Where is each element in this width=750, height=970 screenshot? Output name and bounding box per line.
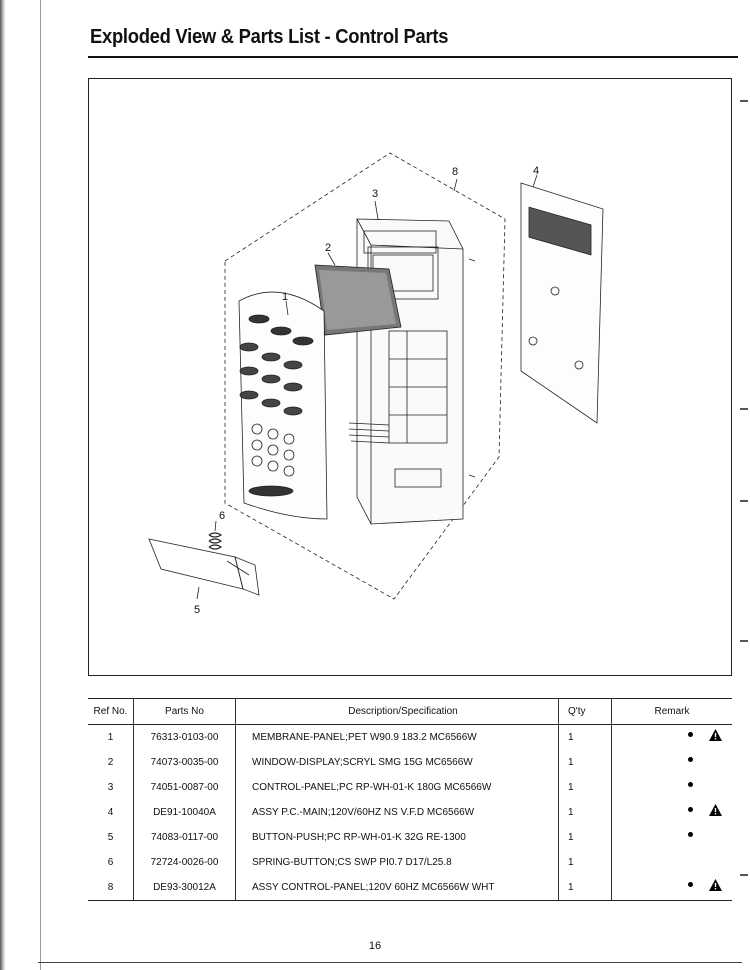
cell-qty: 1 <box>558 750 612 775</box>
scan-edge-mark <box>740 408 748 410</box>
cell-parts-no: 74083-0117-00 <box>133 825 236 850</box>
cell-remark <box>611 850 732 875</box>
scan-edge-mark <box>740 100 748 102</box>
cell-ref-no: 2 <box>107 757 114 768</box>
cell-remark <box>611 875 732 901</box>
callout-6: 6 <box>219 510 225 522</box>
parts-list-table: Ref No. Parts No Description/Specificati… <box>88 698 732 901</box>
cell-remark <box>611 724 732 750</box>
cell-remark <box>611 750 732 775</box>
cell-remark <box>611 825 732 850</box>
cell-qty: 1 <box>558 825 612 850</box>
cell-qty: 1 <box>558 775 612 800</box>
cell-remark <box>611 775 732 800</box>
safety-warning-icon <box>709 879 722 891</box>
cell-description: ASSY P.C.-MAIN;120V/60HZ NS V.F.D MC6566… <box>235 800 559 825</box>
spring-part <box>208 532 223 550</box>
cell-remark <box>611 800 732 825</box>
header-ref-no: Ref No. <box>88 698 134 725</box>
cell-ref-no: 3 <box>107 782 114 793</box>
table-header-row: Ref No. Parts No Description/Specificati… <box>88 698 732 725</box>
cell-description: SPRING-BUTTON;CS SWP PI0.7 D17/L25.8 <box>235 850 559 875</box>
cell-qty: 1 <box>558 875 612 901</box>
safety-warning-icon <box>709 804 722 816</box>
control-panel-part <box>348 218 476 525</box>
page-title: Exploded View & Parts List - Control Par… <box>90 26 449 48</box>
scan-edge-mark <box>740 874 748 876</box>
callout-2: 2 <box>325 242 331 254</box>
scan-edge-mark <box>740 500 748 502</box>
cell-parts-no: 74073-0035-00 <box>133 750 236 775</box>
cell-parts-no: DE93-30012A <box>133 875 236 901</box>
table-row: 5 74083-0117-00 BUTTON-PUSH;PC RP-WH-01-… <box>88 825 732 850</box>
remark-bullet <box>688 757 693 762</box>
remark-bullet <box>688 782 693 787</box>
exploded-view-figure: 1 2 3 4 5 6 8 <box>88 78 732 676</box>
title-rule <box>88 56 738 58</box>
header-parts-no: Parts No <box>133 698 236 725</box>
cell-ref-no: 5 <box>107 832 114 843</box>
callout-3: 3 <box>372 188 378 200</box>
cell-description: WINDOW-DISPLAY;SCRYL SMG 15G MC6566W <box>235 750 559 775</box>
cell-qty: 1 <box>558 850 612 875</box>
table-row: 8 DE93-30012A ASSY CONTROL-PANEL;120V 60… <box>88 875 732 901</box>
remark-bullet <box>688 807 693 812</box>
cell-parts-no: 76313-0103-00 <box>133 724 236 750</box>
scan-edge-mark <box>740 640 748 642</box>
header-qty: Q'ty <box>558 698 612 725</box>
footer-rule <box>38 962 742 963</box>
cell-ref-no: 8 <box>88 875 134 901</box>
cell-description: ASSY CONTROL-PANEL;120V 60HZ MC6566W WHT <box>235 875 559 901</box>
table-row: 1 76313-0103-00 MEMBRANE-PANEL;PET W90.9… <box>88 724 732 750</box>
remark-bullet <box>688 732 693 737</box>
assembly-outline <box>224 152 506 600</box>
callout-4: 4 <box>533 165 539 177</box>
page-number: 16 <box>368 940 382 952</box>
remark-bullet <box>688 882 693 887</box>
cell-parts-no: DE91-10040A <box>133 800 236 825</box>
membrane-panel-part <box>238 291 328 520</box>
cell-parts-no: 74051-0087-00 <box>133 775 236 800</box>
remark-bullet <box>688 832 693 837</box>
header-remark: Remark <box>611 698 732 725</box>
safety-warning-icon <box>709 729 722 741</box>
cell-description: BUTTON-PUSH;PC RP-WH-01-K 32G RE-1300 <box>235 825 559 850</box>
push-button-part <box>148 538 260 596</box>
callout-1: 1 <box>282 291 288 303</box>
header-description: Description/Specification <box>235 698 559 725</box>
table-row: 2 74073-0035-00 WINDOW-DISPLAY;SCRYL SMG… <box>88 750 732 775</box>
callout-8: 8 <box>452 166 458 178</box>
cell-parts-no: 72724-0026-00 <box>133 850 236 875</box>
cell-qty: 1 <box>558 800 612 825</box>
cell-ref-no: 6 <box>107 857 114 868</box>
exploded-view-drawing: 1 2 3 4 5 6 8 <box>148 152 604 616</box>
table-row: 6 72724-0026-00 SPRING-BUTTON;CS SWP PI0… <box>88 850 732 875</box>
cell-ref-no: 4 <box>107 807 114 818</box>
display-window-part <box>314 264 402 336</box>
callout-5: 5 <box>194 604 200 616</box>
binding-edge <box>0 0 6 970</box>
table-row: 4 DE91-10040A ASSY P.C.-MAIN;120V/60HZ N… <box>88 800 732 825</box>
binding-line <box>40 0 41 970</box>
cell-ref-no: 1 <box>107 732 114 743</box>
main-pcb-part <box>520 182 604 424</box>
cell-qty: 1 <box>558 724 612 750</box>
cell-description: CONTROL-PANEL;PC RP-WH-01-K 180G MC6566W <box>235 775 559 800</box>
cell-description: MEMBRANE-PANEL;PET W90.9 183.2 MC6566W <box>235 724 559 750</box>
table-row: 3 74051-0087-00 CONTROL-PANEL;PC RP-WH-0… <box>88 775 732 800</box>
